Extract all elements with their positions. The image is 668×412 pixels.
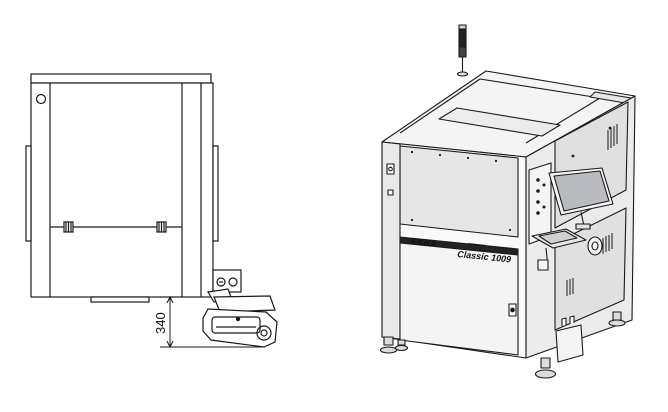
plan-right-handle [212,145,219,242]
control-column [528,162,552,245]
plan-top-strip [30,73,212,84]
machine-feet [379,311,626,379]
machine-3d-drawing [379,24,636,379]
monitor [548,167,614,230]
plan-left-handle [25,145,32,242]
plan-beacon-circle [35,93,47,105]
plan-bottom-tab [90,296,150,303]
dimension-label: 340 [153,312,168,334]
signal-tower [456,24,469,77]
plan-keyboard-tray [213,295,276,313]
monitor-screen [553,170,610,212]
plan-view-drawing [25,73,278,349]
brand-logo: EKRA [411,236,437,249]
front-lower-door [399,242,519,356]
plan-frame [30,82,214,298]
side-vents [566,124,618,296]
side-bin [555,324,584,363]
